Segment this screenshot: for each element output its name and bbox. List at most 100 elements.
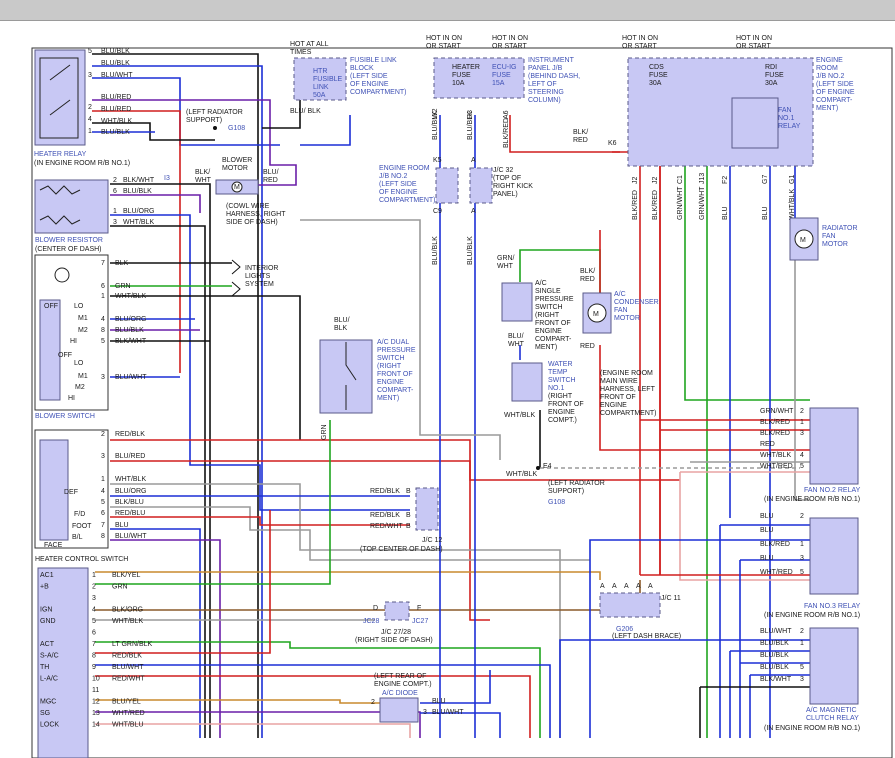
mag_clutch_relay-wire-4: BLU/BLK	[760, 664, 789, 671]
fan_no3_relay-wire-4: BLU	[760, 555, 774, 562]
hcs-mode-fd: F/D	[74, 511, 85, 518]
ac-diode-body	[379, 697, 419, 723]
wiring-diagram: HEATER RELAY (IN ENGINE ROOM R/B NO.1) 5…	[31, 35, 893, 758]
blower-pos-m1-2: M1	[78, 373, 88, 380]
right-col-wire-7: WHT/BLK	[789, 189, 796, 220]
bsw-pin-2: 6	[101, 283, 105, 290]
jc27-location: (RIGHT SIDE OF DASH)	[355, 637, 433, 644]
ac-amplifier-body	[37, 567, 89, 758]
blower-pos-off-1: OFF	[44, 303, 58, 310]
amp-pin-8: 8	[92, 653, 96, 660]
amp-wire-2: GRN	[112, 584, 128, 591]
resistor-wire-2: BLU/BLK	[123, 188, 152, 195]
amp-label-1: AC1	[40, 572, 54, 579]
e4-wire: WHT/BLK	[506, 471, 537, 478]
amp-pin-1: 1	[92, 572, 96, 579]
jc27-28: D F JC28 JC27 J/C 27/28 (RIGHT SIDE OF D…	[355, 601, 433, 644]
wire-red-blk-hcs	[110, 439, 680, 481]
blower-switch-body	[39, 299, 61, 401]
fan_no2_relay-wire-2: BLK/RED	[760, 419, 790, 426]
heater-relay-wire-7: BLU/BLK	[101, 129, 130, 136]
hcs-pin-6: 6	[101, 510, 105, 517]
hcs-title: HEATER CONTROL SWITCH	[35, 556, 128, 563]
blower-switch-title: BLOWER SWITCH	[35, 413, 95, 420]
heater-relay-pin-1: 1	[88, 128, 92, 135]
hcs-wire-2: BLU/RED	[115, 453, 145, 460]
wire-wht-blk-switch	[110, 295, 301, 440]
amp-wire-5: WHT/BLK	[112, 618, 143, 625]
wire-blu-blk-resistor	[110, 194, 201, 213]
jb-c9: C9	[433, 208, 442, 215]
single-pressure-body	[501, 282, 533, 322]
mag_clutch_relay-pin-2: 1	[800, 640, 804, 647]
blower-pos-off-2: OFF	[58, 352, 72, 359]
wire-wht-red-amp	[95, 711, 421, 738]
mag_clutch_relay-wire-5: BLK/WHT	[760, 676, 792, 683]
fan_no3_relay-pin-5: 5	[800, 569, 804, 576]
wire-lt-grn-amp	[95, 641, 541, 738]
amp-label-2: +B	[40, 584, 49, 591]
wire-wht-blu-amp	[95, 723, 411, 738]
fusible-link-block-box	[293, 57, 347, 101]
jb-blu-blk-4: BLU/BLK	[467, 236, 474, 265]
instrument-jb-box	[433, 57, 525, 99]
bsw-pin-3: 1	[101, 293, 105, 300]
condenser-top-wire: BLK/RED	[580, 268, 595, 283]
ground-g108-id: G108	[228, 125, 245, 132]
amp-label-7: ACT	[40, 641, 55, 648]
blower-connector-i3: I3	[164, 175, 170, 182]
jc32-box	[469, 167, 493, 204]
heater-control-switch: DEF F/D FOOT B/L FACE HEATER CONTROL SWI…	[34, 429, 147, 563]
amp-label-4: IGN	[40, 607, 52, 614]
jc12-pin-3: B	[406, 523, 411, 530]
jb-blk-red: BLK/RED	[503, 118, 510, 148]
fan_no3_relay-wire-3: BLK/RED	[760, 541, 790, 548]
wire-blu-wht-mag	[559, 639, 810, 738]
amp-wire-13: WHT/RED	[112, 710, 145, 717]
htr-link-wire: BLU/ BLK	[290, 108, 321, 115]
dual-wire-label: BLU/BLK	[334, 317, 350, 332]
blower-pos-m2-1: M2	[78, 327, 88, 334]
ac-diode-pin-left: 2	[371, 699, 375, 706]
amp-pin-14: 14	[92, 722, 100, 729]
blower-switch-lamp	[54, 267, 70, 283]
hcs-pin-5: 5	[101, 499, 105, 506]
water-temp-wire: WHT/BLK	[504, 412, 535, 419]
right-col-wire-5: BLU	[722, 206, 729, 220]
fan-no2-location: (IN ENGINE ROOM R/B NO.1)	[764, 496, 860, 503]
condenser-symbol	[587, 303, 607, 323]
blower-resistor: BLOWER RESISTOR (CENTER OF DASH) 2 BLK/W…	[34, 177, 155, 253]
hcs-pin-4: 4	[101, 488, 105, 495]
amp-pin-12: 12	[92, 699, 100, 706]
window-top-bar	[0, 0, 895, 21]
blower-pos-lo-1: LO	[74, 303, 84, 310]
heater-relay-pin-3: 3	[88, 72, 92, 79]
jc27-title: J/C 27/28	[381, 629, 411, 636]
jc11: A A A A A J/C 11 G206 (LEFT DASH BRACE)	[599, 583, 681, 640]
hcs-wire-1: RED/BLK	[115, 431, 145, 438]
heater-relay-wire-4: BLU/RED	[101, 94, 131, 101]
bsw-wire-4: BLU/ORG	[115, 316, 147, 323]
heater-relay-wire-5: BLU/RED	[101, 106, 131, 113]
wire-red-blk-amp	[95, 510, 271, 654]
right-column-labels: BLK/REDJ2BLK/REDJ2GRN/WHTC1GRN/WHTJ13BLU…	[632, 173, 796, 220]
wire-layer	[92, 53, 810, 738]
fan_no3_relay-pin-4: 3	[800, 555, 804, 562]
